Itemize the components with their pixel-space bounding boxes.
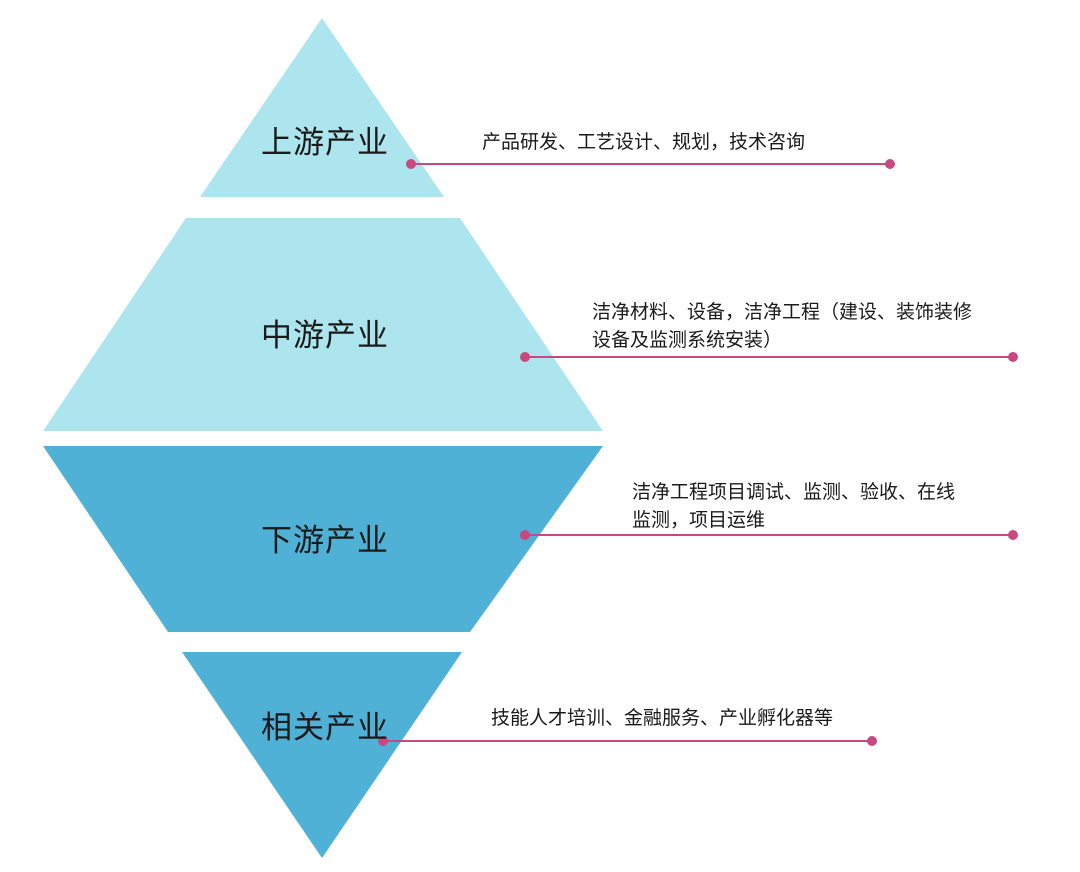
tier-label-related: 相关产业 <box>261 710 389 746</box>
tier-label-upstream: 上游产业 <box>261 125 389 161</box>
tier-desc-downstream-line-1: 洁净工程项目调试、监测、验收、在线 <box>632 481 956 503</box>
tier-desc-related-line-1: 技能人才培训、金融服务、产业孵化器等 <box>491 707 834 729</box>
tier-midstream-shape <box>43 218 603 431</box>
connector-related <box>378 736 877 746</box>
tier-desc-midstream-line-1: 洁净材料、设备，洁净工程（建设、装饰装修 <box>592 301 973 323</box>
connector-upstream <box>406 159 895 169</box>
connector-midstream <box>520 352 1018 362</box>
tier-desc-upstream: 产品研发、工艺设计、规划，技术咨询 <box>482 128 805 156</box>
tier-downstream-shape <box>43 446 603 632</box>
tier-upstream-shape <box>200 18 444 197</box>
tier-desc-midstream: 洁净材料、设备，洁净工程（建设、装饰装修 设备及监测系统安装） <box>592 298 972 354</box>
tier-related-shape <box>182 652 462 858</box>
connector-downstream <box>520 530 1018 540</box>
tier-desc-related: 技能人才培训、金融服务、产业孵化器等 <box>491 704 833 732</box>
tier-desc-upstream-line-1: 产品研发、工艺设计、规划，技术咨询 <box>482 131 806 153</box>
tier-desc-downstream-line-2: 监测，项目运维 <box>632 509 766 531</box>
tier-desc-midstream-line-2: 设备及监测系统安装） <box>592 329 783 351</box>
tier-label-midstream: 中游产业 <box>261 318 389 354</box>
tier-desc-downstream: 洁净工程项目调试、监测、验收、在线 监测，项目运维 <box>632 478 955 534</box>
tier-label-downstream: 下游产业 <box>261 523 389 559</box>
